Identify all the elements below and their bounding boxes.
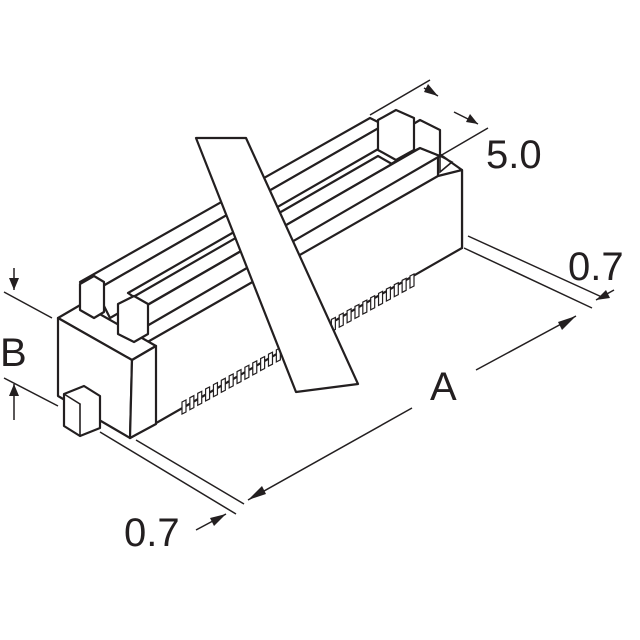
pin-tail — [260, 355, 266, 372]
pin-tail — [228, 372, 234, 389]
pin-tail — [401, 277, 407, 294]
pin-tail — [212, 381, 219, 398]
pin-tail — [346, 307, 352, 324]
dimension-height-label: B — [0, 331, 27, 375]
pin-tail — [267, 351, 274, 368]
dimension-length: A — [247, 315, 577, 501]
pin-tail — [252, 359, 258, 376]
hold-down-tab — [62, 384, 102, 438]
pin-tail — [370, 294, 376, 311]
pin-tail — [220, 377, 226, 394]
pin-tail — [204, 385, 211, 402]
left-post — [78, 274, 106, 320]
left-center-post — [116, 294, 150, 344]
dimension-height: B — [0, 268, 59, 420]
pin-tail — [409, 273, 415, 289]
mating-board-strip — [194, 136, 360, 394]
pin-tail — [244, 364, 250, 381]
pin-tail — [181, 399, 187, 415]
dimension-pitch-left-label: 0.7 — [124, 511, 180, 555]
dimension-pitch-left: 0.7 — [99, 431, 245, 555]
dimension-width: 5.0 — [369, 79, 542, 177]
dimension-pitch-right-label: 0.7 — [568, 245, 624, 289]
dimension-width-label: 5.0 — [486, 133, 542, 177]
pin-tail — [385, 286, 392, 303]
pin-tail — [338, 312, 344, 329]
end-block-side — [128, 344, 158, 440]
pin-tail — [189, 394, 195, 411]
pin-tail — [362, 299, 368, 316]
end-chamfer — [439, 154, 454, 174]
pin-tail — [393, 281, 399, 298]
dimension-pitch-right: 0.7 — [463, 235, 624, 309]
pin-tail — [197, 390, 203, 407]
right-end-post-top — [376, 108, 416, 162]
pin-tail — [354, 303, 360, 320]
pin-tail — [236, 368, 242, 385]
dimension-length-label: A — [430, 365, 457, 409]
pin-tail — [377, 290, 384, 307]
tab-edge — [63, 393, 81, 405]
